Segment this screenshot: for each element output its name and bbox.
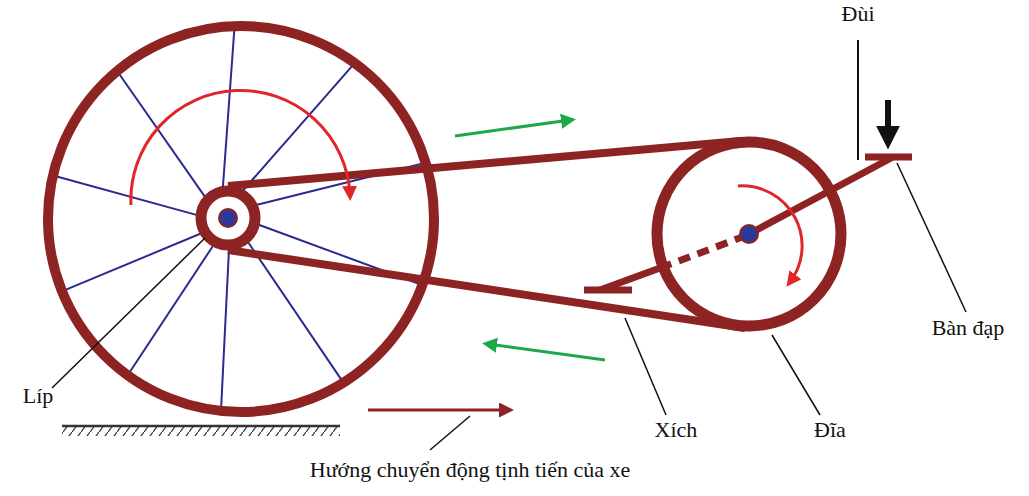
- pedal: [584, 287, 632, 294]
- rear-axle: [219, 209, 237, 227]
- caption-label: Hướng chuyển động tịnh tiến của xe: [310, 458, 630, 482]
- part-label: Đùi: [842, 2, 875, 26]
- wheel-spokes: [56, 29, 423, 408]
- crank-arm-hidden: [660, 236, 745, 268]
- leader-line: [430, 416, 470, 450]
- travel-direction-arrow: [368, 409, 508, 412]
- leader-line: [625, 318, 666, 415]
- leader-line: [52, 238, 205, 388]
- pedal: [865, 154, 912, 161]
- spoke: [56, 176, 198, 215]
- rotation-arrow: [131, 90, 350, 205]
- leader-line: [857, 40, 859, 160]
- chain: [228, 141, 740, 186]
- ground: [62, 425, 340, 428]
- leader-line: [897, 163, 966, 312]
- part-label: Xích: [655, 418, 698, 442]
- leader-line: [772, 335, 820, 415]
- force-arrow: [885, 100, 891, 140]
- spoke: [221, 248, 229, 408]
- part-label: Líp: [23, 384, 54, 408]
- spoke: [223, 29, 235, 188]
- chain-motion-arrow: [488, 344, 605, 360]
- rotation-arrow: [738, 186, 802, 282]
- spoke: [129, 244, 214, 372]
- crank-axle: [740, 225, 758, 243]
- chainring: [657, 142, 841, 326]
- ground-hatch: [62, 426, 340, 436]
- chain-motion-arrow: [455, 120, 570, 136]
- part-label: Bàn đạp: [932, 316, 1005, 340]
- wheel-rim: [48, 26, 434, 412]
- rear-sprocket: [201, 191, 255, 245]
- part-label: Đĩa: [814, 418, 846, 442]
- crank-arm: [749, 157, 893, 234]
